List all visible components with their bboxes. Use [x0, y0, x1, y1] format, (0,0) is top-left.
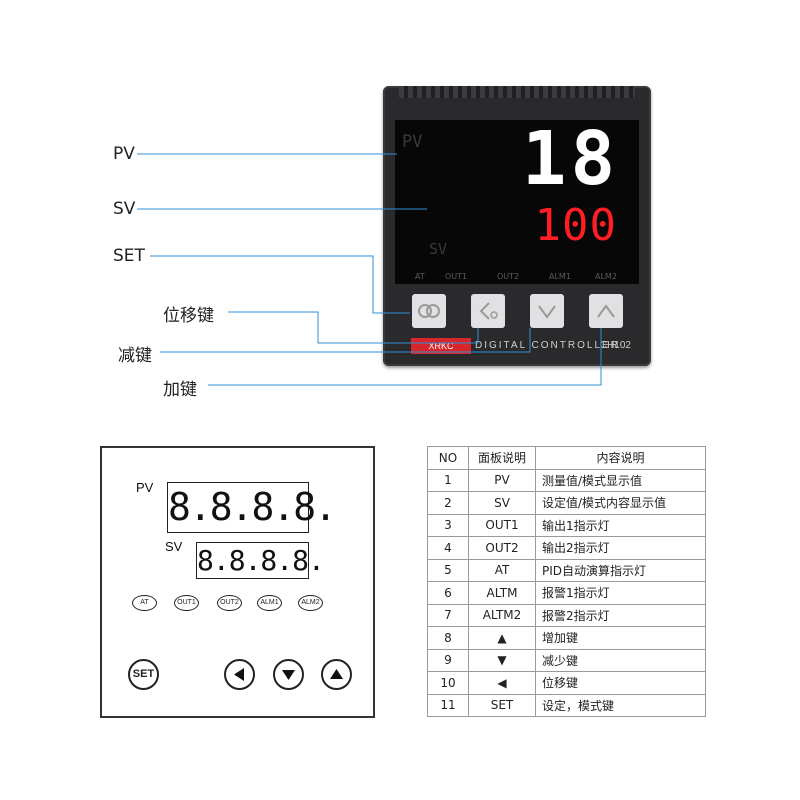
panel-led-alm2: ALM2	[298, 595, 323, 611]
callout-lines	[137, 153, 602, 386]
row-description: 减少键	[535, 648, 706, 672]
panel-up-key[interactable]	[321, 659, 352, 690]
panel-pv-label: PV	[136, 480, 154, 495]
up-button[interactable]	[589, 294, 623, 328]
panel-diagram: PV 8.8.8.8. SV 8.8.8.8. AT OUT1 OUT2 ALM…	[100, 446, 375, 718]
indicator-out1: OUT1	[445, 272, 468, 281]
row-panel: ALTM2	[468, 603, 536, 627]
up-arrow-icon	[330, 669, 343, 679]
row-no: 8	[427, 626, 469, 650]
row-no: 9	[427, 648, 469, 672]
row-no: 5	[427, 558, 469, 582]
table-row: 10◀位移键	[427, 671, 706, 695]
screen-pv-label: PV	[402, 132, 423, 152]
row-panel: SET	[468, 693, 536, 717]
left-arrow-icon	[234, 668, 244, 681]
model-number: CH102	[599, 340, 631, 351]
panel-down-key[interactable]	[273, 659, 304, 690]
row-panel: ALTM	[468, 581, 536, 605]
indicator-alm2: ALM2	[595, 272, 617, 281]
table-row: 9▼减少键	[427, 648, 706, 672]
row-no: 4	[427, 536, 469, 560]
panel-set-key[interactable]: SET	[128, 659, 159, 690]
callout-shift-key: 位移键	[163, 306, 214, 326]
row-no: 2	[427, 491, 469, 515]
set-button[interactable]	[412, 294, 446, 328]
callout-sv: SV	[113, 199, 136, 219]
row-no: 6	[427, 581, 469, 605]
table-header-row: NO 面板说明 内容说明	[427, 446, 706, 470]
screen-sv-label: SV	[429, 240, 448, 258]
row-panel: ▲	[468, 626, 536, 650]
controller-device: PV SV 18 100 AT OUT1 OUT2 ALM1 ALM2 XRKC…	[383, 86, 651, 366]
panel-shift-key[interactable]	[224, 659, 255, 690]
header-description: 内容说明	[535, 446, 706, 470]
row-panel: ▼	[468, 648, 536, 672]
row-description: 报警1指示灯	[535, 581, 706, 605]
panel-pv-display: 8.8.8.8.	[167, 482, 337, 533]
brand-text: DIGITAL CONTROLLER	[475, 340, 620, 351]
device-vents	[399, 86, 635, 98]
row-description: 设定，模式键	[535, 693, 706, 717]
panel-sv-display: 8.8.8.8.	[196, 542, 325, 579]
row-description: 输出2指示灯	[535, 536, 706, 560]
header-no: NO	[427, 446, 469, 470]
panel-led-out2: OUT2	[217, 595, 242, 611]
row-panel: PV	[468, 468, 536, 492]
row-description: 报警2指示灯	[535, 603, 706, 627]
row-no: 1	[427, 468, 469, 492]
row-panel: AT	[468, 558, 536, 582]
indicator-alm1: ALM1	[549, 272, 571, 281]
down-arrow-icon	[282, 670, 295, 680]
indicator-row: AT OUT1 OUT2 ALM1 ALM2	[397, 272, 637, 284]
row-description: PID自动演算指示灯	[535, 558, 706, 582]
panel-sv-label: SV	[165, 539, 183, 554]
down-button[interactable]	[530, 294, 564, 328]
chevron-up-icon	[597, 304, 615, 318]
row-panel: OUT2	[468, 536, 536, 560]
callout-pv: PV	[113, 144, 135, 164]
chevron-down-icon	[538, 305, 556, 319]
shift-button[interactable]	[471, 294, 505, 328]
row-panel: ◀	[468, 671, 536, 695]
table-row: 8▲增加键	[427, 626, 706, 650]
row-no: 10	[427, 671, 469, 695]
panel-led-out1: OUT1	[174, 595, 199, 611]
set-icon	[418, 304, 440, 318]
pv-value-display: 18	[521, 116, 619, 202]
row-description: 位移键	[535, 671, 706, 695]
row-description: 测量值/模式显示值	[535, 468, 706, 492]
indicator-out2: OUT2	[497, 272, 520, 281]
shift-left-icon	[479, 302, 498, 320]
sv-value-display: 100	[534, 200, 617, 251]
brand-bar: XRKC DIGITAL CONTROLLER CH102	[411, 338, 631, 354]
callout-down-key: 减键	[118, 346, 152, 366]
row-no: 3	[427, 513, 469, 537]
callout-up-key: 加键	[163, 380, 197, 400]
row-no: 11	[427, 693, 469, 717]
row-panel: SV	[468, 491, 536, 515]
panel-led-at: AT	[132, 595, 157, 611]
row-description: 增加键	[535, 626, 706, 650]
brand-logo: XRKC	[411, 338, 471, 354]
row-no: 7	[427, 603, 469, 627]
row-description: 输出1指示灯	[535, 513, 706, 537]
row-panel: OUT1	[468, 513, 536, 537]
row-description: 设定值/模式内容显示值	[535, 491, 706, 515]
device-screen: PV SV 18 100	[395, 120, 639, 284]
header-panel: 面板说明	[468, 446, 536, 470]
callout-set: SET	[113, 246, 145, 266]
indicator-at: AT	[415, 272, 425, 281]
panel-led-alm1: ALM1	[257, 595, 282, 611]
